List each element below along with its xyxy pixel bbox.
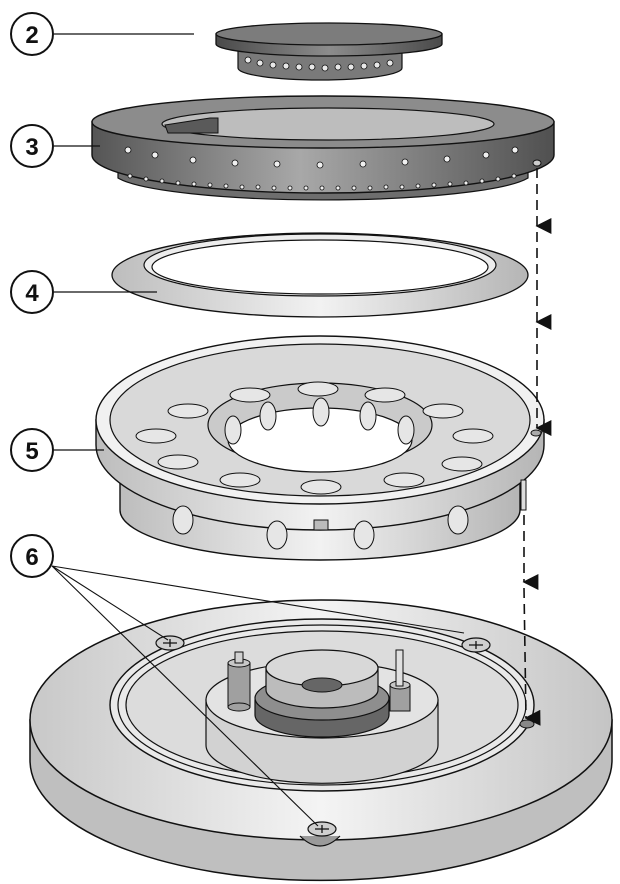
electrode-pin	[227, 651, 251, 712]
spreader-ports	[124, 146, 519, 191]
callout-label-2: 2	[25, 22, 38, 49]
callout-label-4: 4	[25, 280, 39, 307]
screw-front	[307, 821, 337, 837]
callout-6: 6	[10, 534, 465, 827]
callout-4: 4	[10, 270, 157, 314]
cap-ports	[244, 56, 394, 72]
thermocouple-pin	[389, 649, 411, 712]
flame-spreader-ring	[91, 95, 555, 201]
assembly-path	[522, 168, 552, 726]
screw-right	[461, 637, 491, 653]
burner-cap	[215, 22, 443, 81]
burner-body	[95, 335, 545, 561]
callout-label-6: 6	[25, 544, 38, 571]
burner-base-cup	[29, 599, 613, 882]
screw-left	[155, 635, 185, 651]
callout-label-5: 5	[25, 438, 38, 465]
callout-3: 3	[10, 124, 100, 168]
callout-label-3: 3	[25, 134, 38, 161]
callout-5: 5	[10, 428, 104, 472]
gasket-ring	[111, 232, 529, 318]
burner-body-holes	[135, 381, 494, 550]
callout-2: 2	[10, 12, 194, 56]
